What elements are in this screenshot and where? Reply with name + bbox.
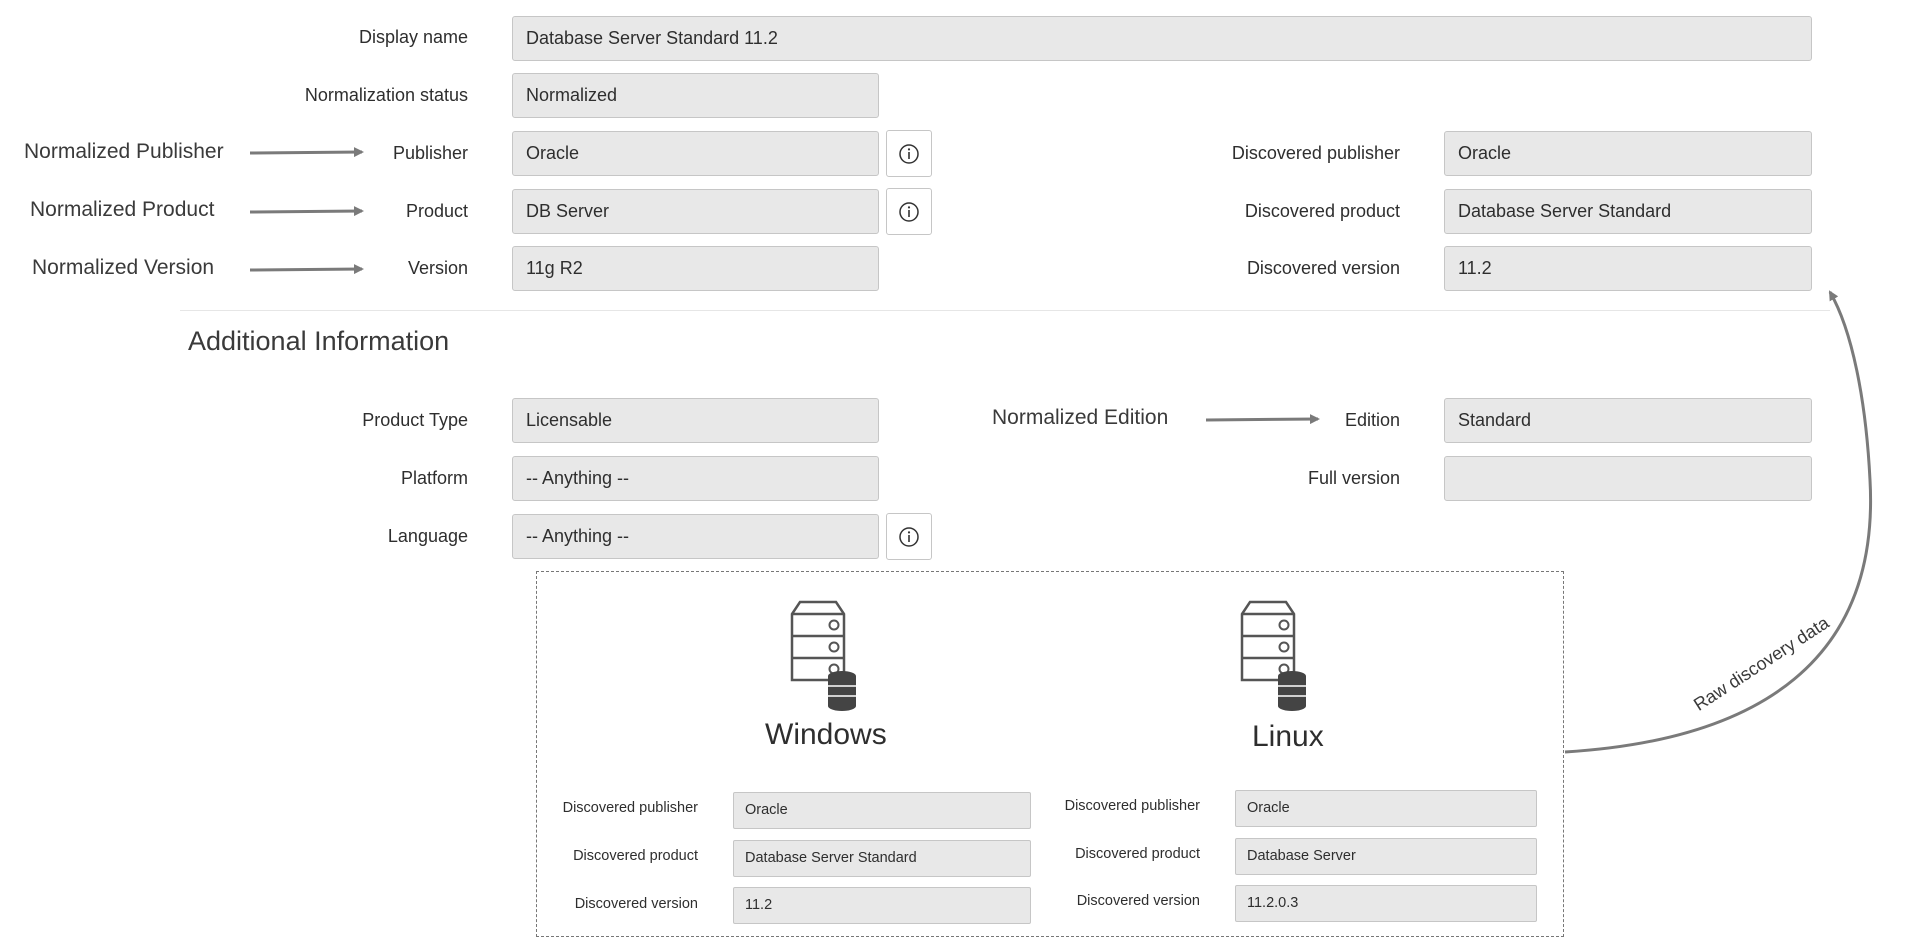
linux-discovered-version-label: Discovered version [1076,893,1200,909]
linux-discovered-product-field[interactable]: Database Server [1235,838,1537,875]
linux-discovered-version-field[interactable]: 11.2.0.3 [1235,885,1537,922]
discovered-version-label: Discovered version [1246,258,1400,278]
normalization-status-label: Normalization status [304,85,468,105]
discovery-sources-box [536,571,1564,937]
normalized-edition-annotation: Normalized Edition [992,406,1169,429]
product-type-field[interactable]: Licensable [512,398,879,443]
linux-discovered-product-label: Discovered product [1075,846,1200,862]
windows-title: Windows [765,718,887,751]
linux-discovered-publisher-label: Discovered publisher [1064,798,1200,814]
database-server-icon [1240,600,1306,711]
version-arrow [249,264,364,275]
publisher-field[interactable]: Oracle [512,131,879,176]
product-info-button[interactable] [886,188,932,235]
edition-arrow [1205,414,1320,425]
additional-information-title: Additional Information [188,326,450,356]
normalized-product-annotation: Normalized Product [30,198,215,221]
publisher-info-button[interactable] [886,130,932,177]
platform-label: Platform [400,468,468,488]
product-label: Product [405,201,468,221]
full-version-label: Full version [1307,468,1400,488]
discovered-publisher-label: Discovered publisher [1231,143,1400,163]
edition-field[interactable]: Standard [1444,398,1812,443]
display-name-label: Display name [358,27,468,47]
platform-field[interactable]: -- Anything -- [512,456,879,501]
language-label: Language [387,526,468,546]
version-field[interactable]: 11g R2 [512,246,879,291]
discovered-version-field[interactable]: 11.2 [1444,246,1812,291]
windows-discovered-version-label: Discovered version [574,896,698,912]
info-icon [899,143,919,164]
edition-label: Edition [1344,410,1400,430]
publisher-label: Publisher [392,143,468,163]
info-icon [899,526,919,547]
version-label: Version [407,258,468,278]
normalization-status-field[interactable]: Normalized [512,73,879,118]
info-icon [899,201,919,222]
normalized-publisher-annotation: Normalized Publisher [24,140,224,163]
windows-discovered-version-field[interactable]: 11.2 [733,887,1031,924]
normalized-version-annotation: Normalized Version [32,256,215,279]
discovered-product-label: Discovered product [1244,201,1400,221]
product-field[interactable]: DB Server [512,189,879,234]
database-server-icon [790,600,856,711]
full-version-field[interactable] [1444,456,1812,501]
linux-discovered-publisher-field[interactable]: Oracle [1235,790,1537,827]
language-info-button[interactable] [886,513,932,560]
product-type-label: Product Type [362,410,468,430]
windows-discovered-product-label: Discovered product [573,848,698,864]
linux-title: Linux [1252,720,1324,753]
display-name-field[interactable]: Database Server Standard 11.2 [512,16,1812,61]
language-field[interactable]: -- Anything -- [512,514,879,559]
section-divider [180,310,1830,311]
discovered-publisher-field[interactable]: Oracle [1444,131,1812,176]
publisher-arrow [249,147,364,158]
windows-discovered-product-field[interactable]: Database Server Standard [733,840,1031,877]
windows-discovered-publisher-label: Discovered publisher [562,800,698,816]
windows-discovered-publisher-field[interactable]: Oracle [733,792,1031,829]
raw-discovery-arrow [1564,290,1873,754]
product-arrow [249,206,364,217]
discovered-product-field[interactable]: Database Server Standard [1444,189,1812,234]
